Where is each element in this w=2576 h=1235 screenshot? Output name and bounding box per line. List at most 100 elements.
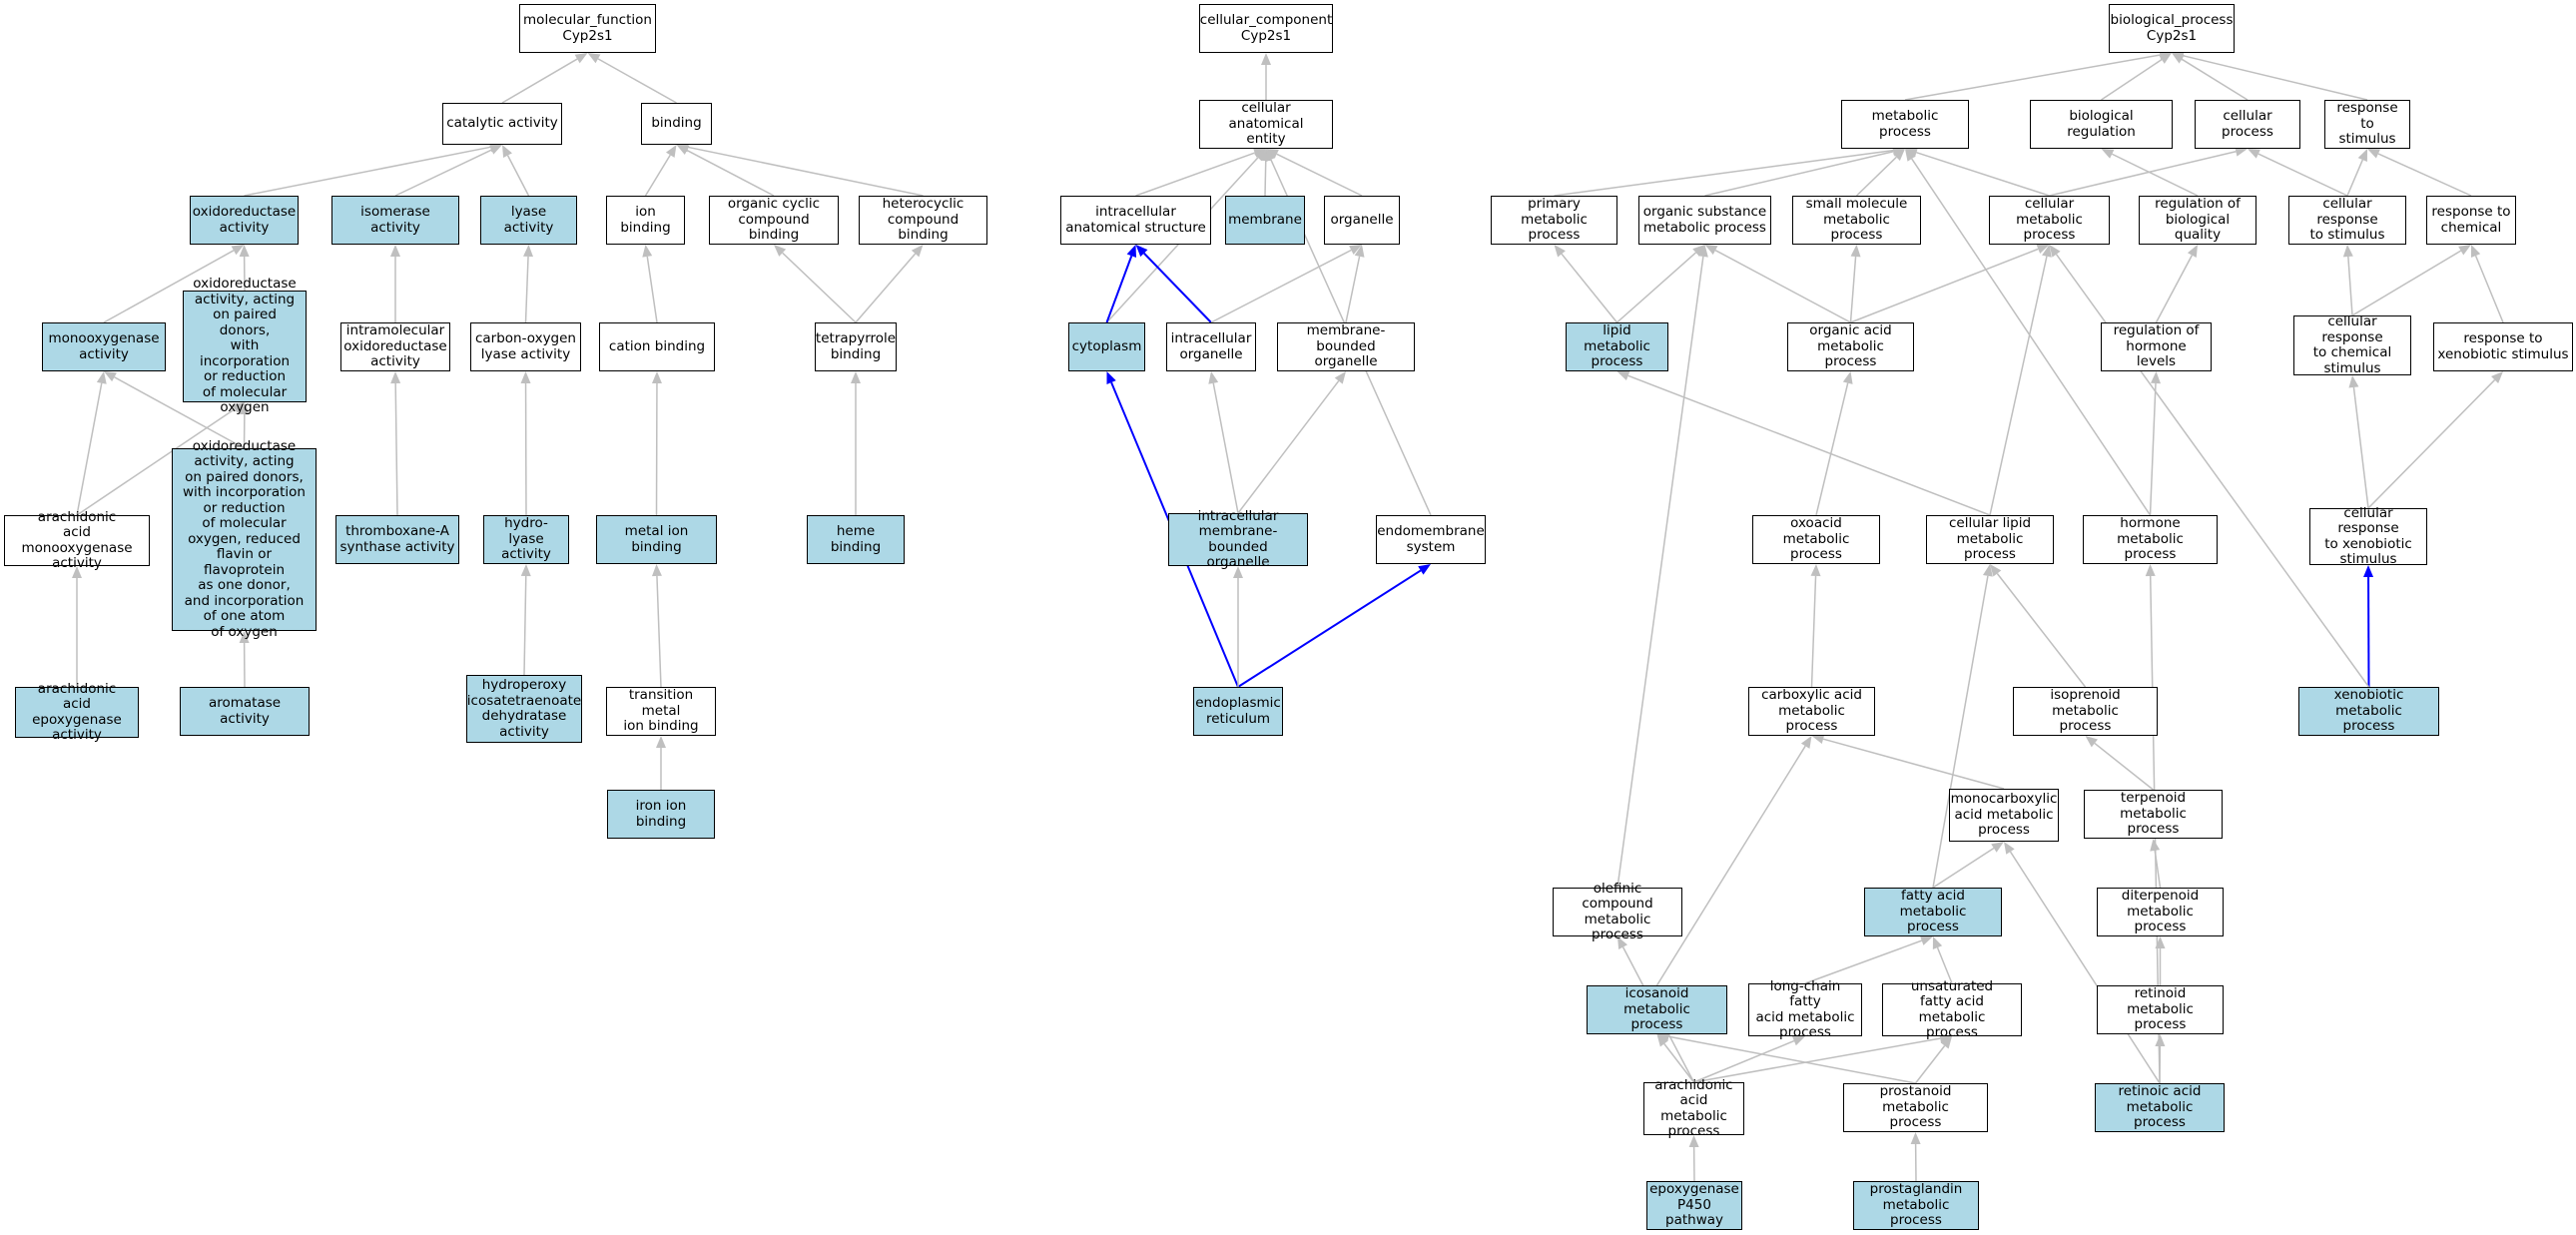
node-cellular-process[interactable]: cellular process bbox=[2195, 100, 2300, 149]
edge-line bbox=[2257, 153, 2348, 197]
node-small-molecule-metabolic-process[interactable]: small molecule metabolic process bbox=[1792, 196, 1921, 245]
node-cellular-anatomical-entity[interactable]: cellular anatomical entity bbox=[1199, 100, 1333, 149]
node-cellular-response-to-stimulus[interactable]: cellular response to stimulus bbox=[2288, 196, 2406, 245]
node-ion-binding[interactable]: ion binding bbox=[606, 196, 685, 245]
node-hormone-metabolic-process[interactable]: hormone metabolic process bbox=[2083, 515, 2218, 564]
node-cellular-metabolic-process[interactable]: cellular metabolic process bbox=[1989, 196, 2110, 245]
node-metal-ion-binding[interactable]: metal ion binding bbox=[596, 515, 717, 564]
node-heterocyclic-compound-binding[interactable]: heterocyclic compound binding bbox=[859, 196, 987, 245]
node-binding[interactable]: binding bbox=[641, 103, 712, 145]
node-oxidoreductase-paired-donors[interactable]: oxidoreductase activity, acting on paire… bbox=[183, 277, 307, 415]
node-aromatase-activity[interactable]: aromatase activity bbox=[180, 687, 310, 736]
edge-line bbox=[1693, 1039, 1795, 1083]
edge-line bbox=[1135, 152, 1255, 197]
node-catalytic-activity[interactable]: catalytic activity bbox=[442, 103, 562, 145]
node-xenobiotic-metabolic-process[interactable]: xenobiotic metabolic process bbox=[2298, 687, 2439, 736]
node-heme-binding[interactable]: heme binding bbox=[807, 515, 905, 564]
node-primary-metabolic-process[interactable]: primary metabolic process bbox=[1491, 196, 1617, 245]
edge-line bbox=[1210, 249, 1352, 323]
edge-line bbox=[1855, 156, 1897, 197]
edge-line bbox=[1627, 374, 1991, 516]
node-cellular-lipid-metabolic-process[interactable]: cellular lipid metabolic process bbox=[1926, 515, 2054, 564]
node-intracellular-organelle[interactable]: intracellular organelle bbox=[1166, 322, 1256, 371]
node-terpenoid-metabolic-process[interactable]: terpenoid metabolic process bbox=[2084, 790, 2223, 839]
node-intramolecular-oxidoreductase[interactable]: intramolecular oxidoreductase activity bbox=[340, 322, 450, 371]
edge-line bbox=[1936, 946, 1953, 984]
node-metabolic-process[interactable]: metabolic process bbox=[1841, 100, 1969, 149]
node-biological-process[interactable]: biological_process Cyp2s1 bbox=[2109, 4, 2235, 53]
edge-arrowhead bbox=[2348, 375, 2359, 388]
node-membrane-bounded-organelle[interactable]: membrane-bounded organelle bbox=[1277, 322, 1415, 371]
node-unsaturated-fatty-acid-metabolic-process[interactable]: unsaturated fatty acid metabolic process bbox=[1882, 978, 2022, 1040]
edge-arrowhead bbox=[1266, 149, 1279, 159]
edge-arrowhead bbox=[1811, 734, 1825, 745]
node-intracellular-anatomical-structure[interactable]: intracellular anatomical structure bbox=[1060, 196, 1211, 245]
node-oxidoreductase-activity[interactable]: oxidoreductase activity bbox=[190, 196, 299, 245]
edge-line bbox=[1237, 380, 1340, 514]
node-monocarboxylic-acid-metabolic-process[interactable]: monocarboxylic acid metabolic process bbox=[1949, 789, 2059, 842]
node-thromboxane-a-synthase[interactable]: thromboxane-A synthase activity bbox=[335, 515, 459, 564]
node-molecular-function[interactable]: molecular_function Cyp2s1 bbox=[519, 4, 656, 53]
node-biological-regulation[interactable]: biological regulation bbox=[2030, 100, 2173, 149]
edge-line bbox=[506, 155, 530, 197]
node-regulation-of-hormone-levels[interactable]: regulation of hormone levels bbox=[2101, 322, 2212, 371]
node-oxidoreductase-flavin-donor[interactable]: oxidoreductase activity, acting on paire… bbox=[172, 438, 317, 640]
node-endoplasmic-reticulum[interactable]: endoplasmic reticulum bbox=[1193, 687, 1283, 736]
edge-arrowhead bbox=[2085, 736, 2099, 748]
node-hydroperoxy-icosatetraenoate-dehydratase[interactable]: hydroperoxy icosatetraenoate dehydratase… bbox=[466, 675, 582, 743]
node-transition-metal-ion-binding[interactable]: transition metal ion binding bbox=[606, 687, 716, 736]
node-regulation-of-biological-quality[interactable]: regulation of biological quality bbox=[2139, 196, 2256, 245]
node-prostaglandin-metabolic-process[interactable]: prostaglandin metabolic process bbox=[1853, 1181, 1979, 1230]
node-cytoplasm[interactable]: cytoplasm bbox=[1068, 322, 1145, 371]
edge-line bbox=[1704, 151, 1894, 197]
node-intracellular-membrane-bounded-organelle[interactable]: intracellular membrane-bounded organelle bbox=[1168, 508, 1308, 570]
edge-line bbox=[1554, 149, 1894, 197]
node-diterpenoid-metabolic-process[interactable]: diterpenoid metabolic process bbox=[2097, 888, 2224, 936]
node-endomembrane-system[interactable]: endomembrane system bbox=[1376, 515, 1486, 564]
node-arachidonic-acid-epoxygenase[interactable]: arachidonic acid epoxygenase activity bbox=[15, 681, 139, 743]
node-organic-acid-metabolic-process[interactable]: organic acid metabolic process bbox=[1787, 322, 1914, 371]
node-arachidonic-acid-metabolic-process[interactable]: arachidonic acid metabolic process bbox=[1643, 1077, 1744, 1139]
node-response-to-chemical[interactable]: response to chemical bbox=[2426, 196, 2516, 245]
node-organic-substance-metabolic-process[interactable]: organic substance metabolic process bbox=[1638, 196, 1771, 245]
edge-line bbox=[523, 575, 527, 676]
node-response-to-xenobiotic-stimulus[interactable]: response to xenobiotic stimulus bbox=[2433, 322, 2573, 371]
node-membrane[interactable]: membrane bbox=[1225, 196, 1305, 245]
node-organic-cyclic-compound-binding[interactable]: organic cyclic compound binding bbox=[709, 196, 839, 245]
edge-arrowhead bbox=[1842, 371, 1853, 384]
node-prostanoid-metabolic-process[interactable]: prostanoid metabolic process bbox=[1843, 1083, 1988, 1132]
edge-arrowhead bbox=[1261, 53, 1271, 65]
node-retinoid-metabolic-process[interactable]: retinoid metabolic process bbox=[2097, 985, 2224, 1034]
node-hydro-lyase-activity[interactable]: hydro-lyase activity bbox=[483, 515, 569, 564]
edge-arrowhead bbox=[1254, 149, 1266, 162]
node-monooxygenase-activity[interactable]: monooxygenase activity bbox=[42, 322, 166, 371]
node-lyase-activity[interactable]: lyase activity bbox=[480, 196, 577, 245]
node-tetrapyrrole-binding[interactable]: tetrapyrrole binding bbox=[815, 322, 897, 371]
edge-arrowhead bbox=[2172, 50, 2185, 61]
edge-arrowhead bbox=[489, 145, 502, 155]
node-arachidonic-acid-monooxygenase[interactable]: arachidonic acid monooxygenase activity bbox=[4, 509, 150, 571]
node-retinoic-acid-metabolic-process[interactable]: retinoic acid metabolic process bbox=[2095, 1083, 2225, 1132]
node-cellular-component[interactable]: cellular_component Cyp2s1 bbox=[1199, 4, 1333, 53]
node-cation-binding[interactable]: cation binding bbox=[599, 322, 715, 371]
node-iron-ion-binding[interactable]: iron ion binding bbox=[607, 790, 715, 839]
edge-line bbox=[686, 149, 775, 197]
node-fatty-acid-metabolic-process[interactable]: fatty acid metabolic process bbox=[1864, 888, 2002, 936]
node-icosanoid-metabolic-process[interactable]: icosanoid metabolic process bbox=[1587, 985, 1727, 1034]
node-carbon-oxygen-lyase[interactable]: carbon-oxygen lyase activity bbox=[470, 322, 581, 371]
edge-line bbox=[524, 256, 529, 323]
edge-arrowhead bbox=[239, 631, 250, 644]
node-carboxylic-acid-metabolic-process[interactable]: carboxylic acid metabolic process bbox=[1748, 687, 1875, 736]
node-response-to-stimulus[interactable]: response to stimulus bbox=[2324, 100, 2410, 149]
node-long-chain-fatty-acid-metabolic-process[interactable]: long-chain fatty acid metabolic process bbox=[1748, 978, 1862, 1040]
node-cellular-response-to-chemical-stimulus[interactable]: cellular response to chemical stimulus bbox=[2293, 313, 2411, 375]
node-isoprenoid-metabolic-process[interactable]: isoprenoid metabolic process bbox=[2013, 687, 2158, 736]
node-isomerase-activity[interactable]: isomerase activity bbox=[331, 196, 459, 245]
node-oxoacid-metabolic-process[interactable]: oxoacid metabolic process bbox=[1752, 515, 1880, 564]
edge-line bbox=[2101, 59, 2163, 101]
node-lipid-metabolic-process[interactable]: lipid metabolic process bbox=[1566, 322, 1668, 371]
node-olefinic-compound-metabolic-process[interactable]: olefinic compound metabolic process bbox=[1553, 881, 1682, 942]
node-organelle[interactable]: organelle bbox=[1324, 196, 1400, 245]
node-cellular-response-to-xenobiotic-stimulus[interactable]: cellular response to xenobiotic stimulus bbox=[2309, 505, 2427, 567]
node-epoxygenase-p450-pathway[interactable]: epoxygenase P450 pathway bbox=[1646, 1181, 1742, 1230]
